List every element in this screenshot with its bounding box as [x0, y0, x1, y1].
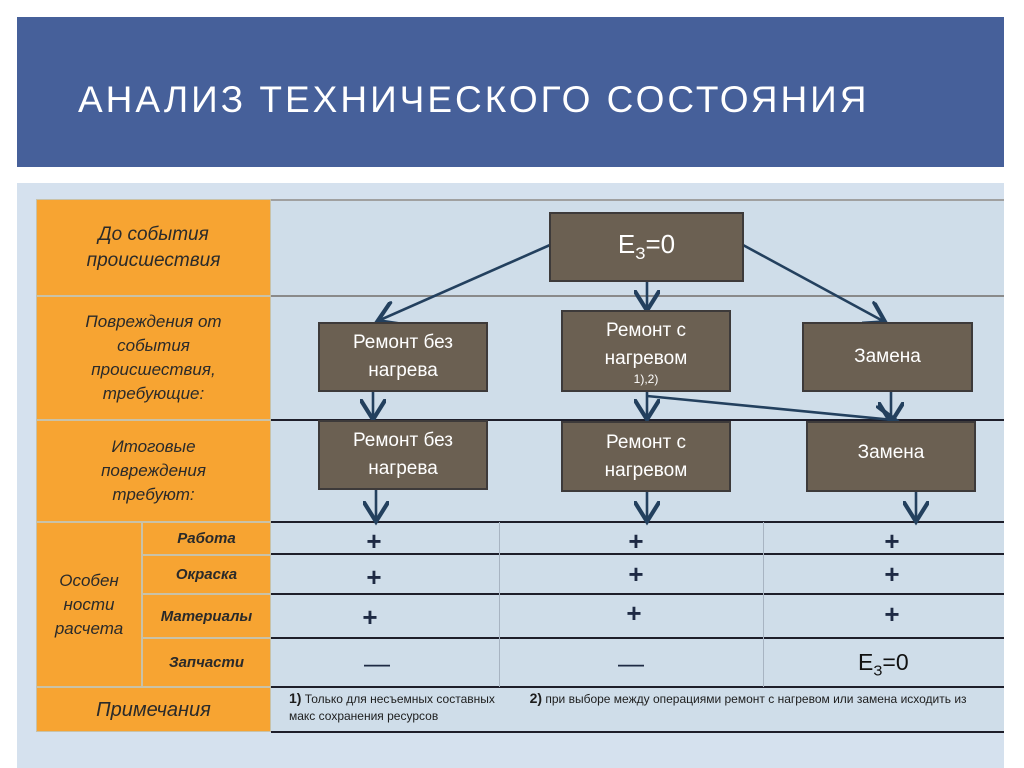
subrow-work: Работа [142, 522, 271, 555]
row-label-before-event: До события происшествия [36, 199, 271, 296]
arrow-repair-heat-to-replace [646, 394, 893, 420]
note1-text: Только для несъемных составных [304, 692, 495, 706]
materials-label: Материалы [160, 607, 253, 625]
final-repair-heat-label: Ремонт с нагревом [604, 431, 688, 481]
work-label: Работа [177, 530, 236, 547]
subrow-materials: Материалы [142, 594, 271, 638]
table-col-divider-2 [763, 522, 764, 687]
replace-label: Замена [854, 346, 921, 367]
row-label-features: Особен ности расчета [36, 522, 142, 687]
work-mark-col2: + [628, 526, 644, 556]
materials-mark-col1: + [362, 602, 378, 632]
note2-number: 2) [529, 690, 543, 706]
subrow-painting: Окраска [142, 555, 271, 594]
arrow-e3-to-replace [742, 243, 883, 321]
damage-label: Повреждения от события происшествия, тре… [85, 312, 222, 403]
node-final-replace: Замена [806, 421, 976, 492]
final-repair-no-heat-label: Ремонт без нагрева [352, 430, 454, 479]
arrow-e3-to-repair-no-heat [380, 243, 551, 320]
final-replace-label: Замена [857, 441, 925, 463]
row-label-damage: Повреждения от события происшествия, тре… [36, 296, 271, 420]
node-final-repair-no-heat: Ремонт без нагрева [318, 420, 488, 490]
work-mark-col1: + [366, 526, 382, 556]
node-repair-no-heat: Ремонт без нагрева [318, 322, 488, 392]
repair-no-heat-label: Ремонт без нагрева [352, 332, 454, 381]
node-repair-heat: Ремонт с нагревом 1),2) [561, 310, 731, 392]
e3-zero-label: ЕЗ=0 [618, 229, 675, 264]
painting-mark-col3: + [884, 559, 900, 589]
parts-e3-value: =0 [882, 649, 909, 675]
features-label: Особен ности расчета [54, 570, 124, 638]
row-label-final: Итоговые повреждения требуют: [36, 420, 271, 522]
notes-label: Примечания [96, 698, 211, 721]
note1-number: 1) [289, 690, 302, 706]
parts-mark-col1: — [364, 648, 390, 678]
node-replace: Замена [802, 322, 973, 392]
subrow-parts: Запчасти [142, 638, 271, 687]
divider-bottom [271, 731, 1004, 733]
parts-label: Запчасти [168, 654, 245, 671]
divider-parts [271, 686, 1004, 688]
repair-heat-label: Ремонт с нагревом [604, 320, 688, 369]
notes-text: 1) Только для несъемных составных 2) при… [289, 690, 994, 725]
materials-mark-col3: + [884, 599, 900, 629]
row-label-notes: Примечания [36, 687, 271, 732]
e3-letter: Е [617, 229, 636, 260]
table-col-divider-1 [499, 522, 500, 687]
parts-mark-col2: — [618, 648, 644, 678]
painting-mark-col2: + [628, 559, 644, 589]
divider-work [271, 553, 1004, 555]
divider-painting [271, 593, 1004, 595]
slide-title: АНАЛИЗ ТЕХНИЧЕСКОГО СОСТОЯНИЯ [78, 79, 870, 120]
note2-text: при выборе между операциями ремонт с наг… [289, 692, 967, 723]
parts-e3-zero: ЕЗ=0 [858, 649, 909, 680]
work-mark-col3: + [884, 526, 900, 556]
materials-mark-col2: + [626, 598, 642, 628]
e3-subscript: З [635, 244, 646, 264]
painting-mark-col1: + [366, 562, 382, 592]
parts-e3-letter: Е [858, 649, 874, 675]
parts-e3-subscript: З [873, 662, 883, 680]
divider-materials [271, 637, 1004, 639]
repair-heat-footnote: 1),2) [633, 372, 659, 386]
node-final-repair-heat: Ремонт с нагревом [561, 421, 731, 492]
painting-label: Окраска [175, 566, 238, 583]
title-bar [17, 17, 1004, 167]
divider-top [271, 199, 1004, 201]
final-damage-label: Итоговые повреждения требуют: [101, 437, 206, 504]
e3-value: =0 [645, 229, 676, 260]
before-event-label: До события происшествия [86, 223, 221, 271]
node-e3-zero: ЕЗ=0 [549, 212, 744, 282]
